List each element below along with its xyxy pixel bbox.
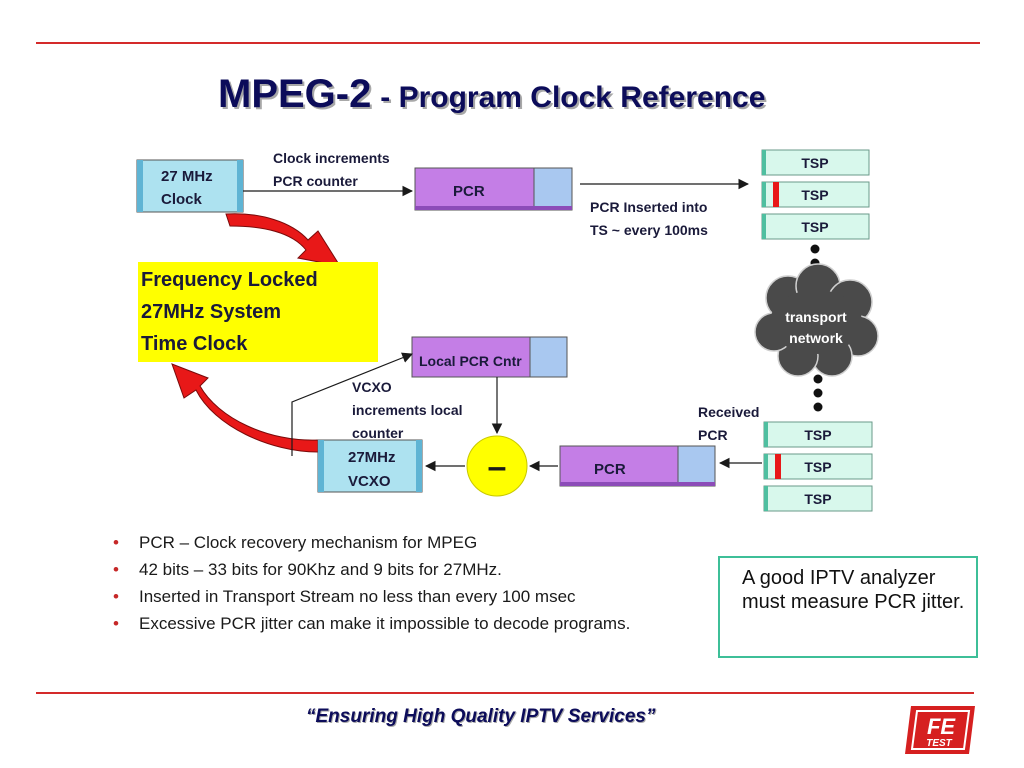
tsp-bottom-3-label: TSP	[804, 491, 831, 507]
pcr-bottom-box: PCR	[559, 445, 716, 487]
tsp-top-2-label: TSP	[801, 187, 828, 203]
note-box: A good IPTV analyzer must measure PCR ji…	[718, 556, 978, 658]
bullet-item: • 42 bits – 33 bits for 90Khz and 9 bits …	[113, 559, 673, 580]
tsp-bottom-1: TSP	[763, 421, 873, 448]
logo-bottom-text: TEST	[926, 738, 952, 749]
vcxo-increments-line-3: counter	[352, 425, 404, 441]
clock-increments-line-2: PCR counter	[273, 173, 358, 189]
cloud-line-1: transport	[785, 309, 847, 325]
clock-box-line-1: 27 MHz	[161, 168, 213, 185]
bullet-dot-icon: •	[113, 587, 119, 606]
comparator-circle: –	[466, 435, 528, 497]
vcxo-box: 27MHz VCXO	[317, 439, 423, 493]
local-pcr-label: Local PCR Cntr	[419, 353, 522, 369]
title-sub: - Program Clock Reference	[380, 81, 766, 114]
clock-box-line-2: Clock	[161, 191, 203, 208]
vcxo-box-line-1: 27MHz	[348, 449, 396, 466]
bullet-text: 42 bits – 33 bits for 90Khz and 9 bits f…	[139, 560, 502, 579]
frequency-locked-box: Frequency Locked 27MHz System Time Clock	[138, 262, 378, 362]
tsp-bottom-2: TSP	[763, 453, 873, 480]
bullet-item: • Excessive PCR jitter can make it imposs…	[113, 613, 673, 634]
dots-bottom	[813, 374, 823, 412]
local-pcr-counter-box: Local PCR Cntr	[411, 336, 568, 378]
tsp-bottom-2-label: TSP	[804, 459, 831, 475]
tsp-top-1: TSP	[761, 149, 870, 176]
cloud-line-2: network	[789, 330, 843, 346]
bullet-text: Inserted in Transport Stream no less tha…	[139, 587, 576, 606]
bullet-text: PCR – Clock recovery mechanism for MPEG	[139, 533, 478, 552]
pcr-top-box: PCR	[414, 167, 573, 211]
title-main: MPEG-2	[218, 72, 372, 116]
logo-top-text: FE	[927, 714, 956, 739]
received-pcr-line-2: PCR	[698, 427, 728, 443]
tsp-top-2: TSP	[761, 181, 870, 208]
tsp-bottom-1-label: TSP	[804, 427, 831, 443]
freq-locked-line-3: Time Clock	[141, 333, 248, 355]
tsp-top-3-label: TSP	[801, 219, 828, 235]
vcxo-increments-line-1: VCXO	[352, 379, 392, 395]
received-pcr-line-1: Received	[698, 404, 759, 420]
pcr-top-label: PCR	[453, 183, 485, 200]
slide-title: MPEG-2 - Program Clock Reference	[218, 72, 765, 117]
bottom-rule	[36, 692, 974, 694]
vcxo-box-line-2: VCXO	[348, 473, 391, 490]
tsp-top-3: TSP	[761, 213, 870, 240]
red-arrow-down-icon	[225, 213, 342, 267]
pcr-bottom-label: PCR	[594, 461, 626, 478]
red-arrow-up-icon	[171, 363, 319, 453]
top-rule	[36, 42, 980, 44]
pcr-inserted-line-2: TS ~ every 100ms	[590, 222, 708, 238]
tsp-bottom-3: TSP	[763, 485, 873, 512]
bullet-item: • PCR – Clock recovery mechanism for MPEG	[113, 532, 673, 553]
bullet-text: Excessive PCR jitter can make it impossi…	[139, 614, 631, 633]
pcr-diagram: 27 MHz Clock Clock increments PCR counte…	[136, 149, 879, 512]
bullet-dot-icon: •	[113, 614, 119, 633]
bullet-dot-icon: •	[113, 560, 119, 579]
comparator-symbol: –	[488, 448, 507, 486]
footer-slogan: “Ensuring High Quality IPTV Services”	[306, 706, 656, 727]
clock-increments-line-1: Clock increments	[273, 150, 390, 166]
tsp-top-1-label: TSP	[801, 155, 828, 171]
freq-locked-line-2: 27MHz System	[141, 301, 281, 323]
pcr-inserted-line-1: PCR Inserted into	[590, 199, 707, 215]
clock-27mhz-box: 27 MHz Clock	[136, 159, 244, 213]
vcxo-to-local-pcr-line	[291, 352, 414, 456]
freq-locked-line-1: Frequency Locked	[141, 269, 318, 291]
bullet-item: • Inserted in Transport Stream no less th…	[113, 586, 673, 607]
bullet-dot-icon: •	[113, 533, 119, 552]
transport-network-cloud: transport network	[754, 263, 879, 377]
fe-test-logo: FE TEST	[905, 706, 975, 754]
bullet-list: • PCR – Clock recovery mechanism for MPEG…	[113, 532, 673, 640]
vcxo-increments-line-2: increments local	[352, 402, 463, 418]
